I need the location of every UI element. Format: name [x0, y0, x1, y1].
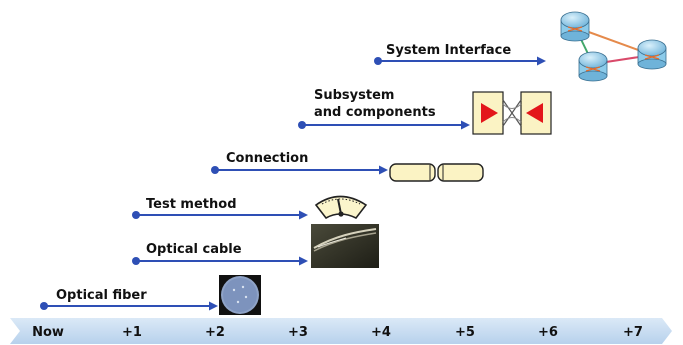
tick-label-plus1: +1 — [122, 325, 142, 340]
milestone-label-optical-cable: Optical cable — [146, 242, 242, 257]
milestone-arrowhead-system-interface — [537, 56, 546, 66]
subsystem-component-icon — [472, 91, 552, 135]
milestone-label-test-method: Test method — [146, 197, 237, 212]
milestone-label-optical-fiber: Optical fiber — [56, 288, 147, 303]
optical-cable-photo-icon — [311, 224, 379, 268]
milestone-arrowhead-connection — [379, 165, 388, 175]
fiber-connector-icon — [389, 163, 484, 182]
tick-label-plus3: +3 — [288, 325, 308, 340]
milestone-label-subsystem-line1: Subsystem — [314, 88, 395, 103]
tick-label-plus7: +7 — [623, 325, 643, 340]
milestone-label-connection: Connection — [226, 151, 309, 166]
milestone-label-subsystem-line2: and components — [314, 105, 436, 120]
milestone-arrowhead-subsystem-and-components — [461, 120, 470, 130]
milestone-start-dot-subsystem-and-components — [298, 121, 306, 129]
timeline-bar — [10, 318, 672, 344]
milestone-start-dot-system-interface — [374, 57, 382, 65]
tick-label-plus4: +4 — [371, 325, 391, 340]
tick-label-plus5: +5 — [455, 325, 475, 340]
tick-label-plus2: +2 — [205, 325, 225, 340]
milestone-start-dot-connection — [211, 166, 219, 174]
network-routers-icon — [560, 11, 667, 82]
milestone-start-dot-optical-cable — [132, 257, 140, 265]
meter-gauge-icon — [314, 195, 368, 220]
milestone-start-dot-optical-fiber — [40, 302, 48, 310]
milestone-arrowhead-optical-cable — [299, 256, 308, 266]
milestone-arrowhead-optical-fiber — [209, 301, 218, 311]
tick-label-now: Now — [32, 325, 64, 340]
milestone-start-dot-test-method — [132, 211, 140, 219]
milestone-arrowhead-test-method — [299, 210, 308, 220]
milestone-label-system-interface: System Interface — [386, 43, 512, 58]
tick-label-plus6: +6 — [538, 325, 558, 340]
optical-fiber-cross-section-icon — [219, 275, 261, 315]
